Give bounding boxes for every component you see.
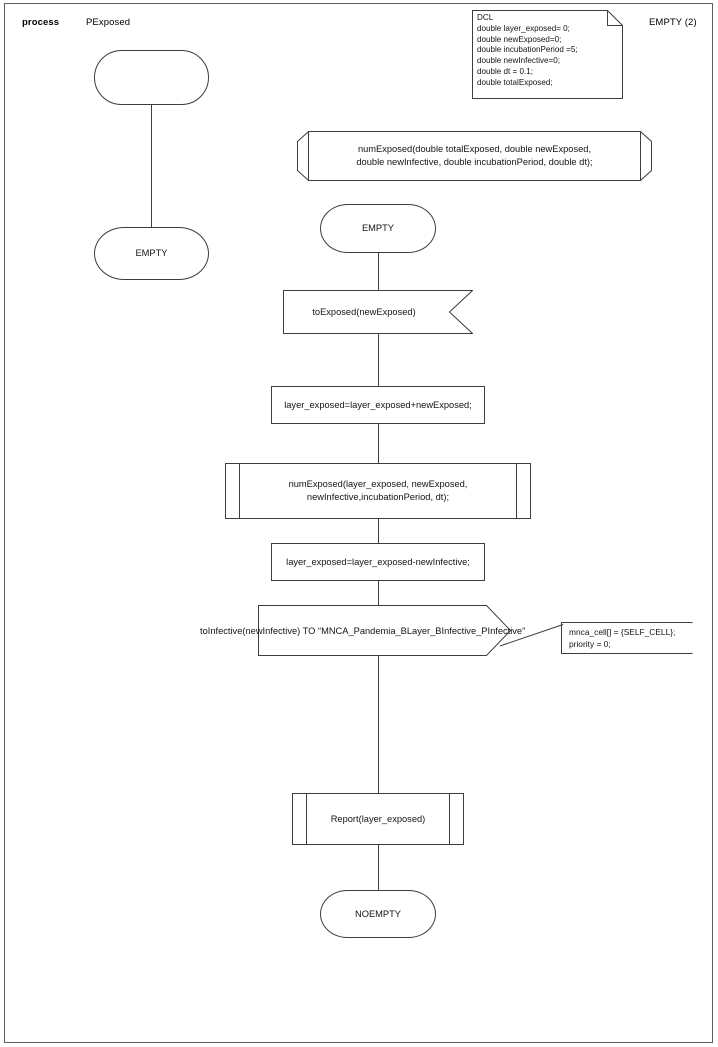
connector-task-sub-to-output (378, 581, 379, 605)
procedure-call-symbol: numExposed(layer_exposed, newExposed, ne… (225, 463, 531, 519)
connector-empty-to-input (378, 253, 379, 290)
task-subtract-label: layer_exposed=layer_exposed-newInfective… (286, 556, 470, 567)
input-symbol: toExposed(newExposed) (283, 290, 473, 334)
state-noempty: NOEMPTY (320, 890, 436, 938)
report-call-label: Report(layer_exposed) (330, 813, 426, 824)
output-symbol: toInfective(newInfective) TO “MNCA_Pande… (200, 605, 525, 656)
output-shape-icon (258, 605, 511, 656)
input-symbol-label: toExposed(newExposed) (312, 307, 416, 317)
declaration-note-text: DCL double layer_exposed= 0; double newE… (477, 13, 578, 87)
task-subtract-symbol: layer_exposed=layer_exposed-newInfective… (271, 543, 485, 581)
connector-input-to-task-add (378, 334, 379, 386)
state-empty-label: EMPTY (361, 223, 395, 234)
header-page-label: EMPTY (2) (649, 17, 697, 28)
task-add-label: layer_exposed=layer_exposed+newExposed; (284, 399, 472, 410)
connector-proc-call-to-task-sub (378, 519, 379, 543)
state-empty-left-label: EMPTY (135, 248, 168, 259)
comment-bracket-icon (561, 622, 693, 654)
header-keyword: process (22, 17, 60, 28)
procedure-declaration-symbol: numExposed(double totalExposed, double n… (297, 131, 652, 181)
comment-connector-line (500, 624, 564, 647)
connector-start-to-empty (151, 105, 152, 227)
state-empty: EMPTY (320, 204, 436, 253)
state-noempty-label: NOEMPTY (355, 908, 401, 919)
procedure-declaration-text: numExposed(double totalExposed, double n… (356, 143, 593, 167)
note-shape-icon (472, 10, 623, 99)
declaration-note: DCL double layer_exposed= 0; double newE… (472, 10, 623, 99)
header-process-name: PExposed (86, 17, 131, 28)
connector-task-add-to-proc-call (378, 424, 379, 463)
output-comment-text: mnca_cell[] = {SELF_CELL}; priority = 0; (569, 627, 676, 650)
input-shape-icon (283, 290, 473, 334)
procedure-call-label: numExposed(layer_exposed, newExposed, ne… (288, 479, 468, 502)
connector-report-to-noempty (378, 845, 379, 890)
task-add-symbol: layer_exposed=layer_exposed+newExposed; (271, 386, 485, 424)
state-empty-left: EMPTY (94, 227, 209, 280)
connector-output-to-report (378, 656, 379, 793)
procedure-declaration-shape-icon (297, 131, 652, 181)
output-comment-symbol: mnca_cell[] = {SELF_CELL}; priority = 0; (561, 622, 693, 654)
report-call-symbol: Report(layer_exposed) (292, 793, 464, 845)
output-symbol-label: toInfective(newInfective) TO “MNCA_Pande… (200, 625, 526, 636)
start-symbol (94, 50, 209, 105)
